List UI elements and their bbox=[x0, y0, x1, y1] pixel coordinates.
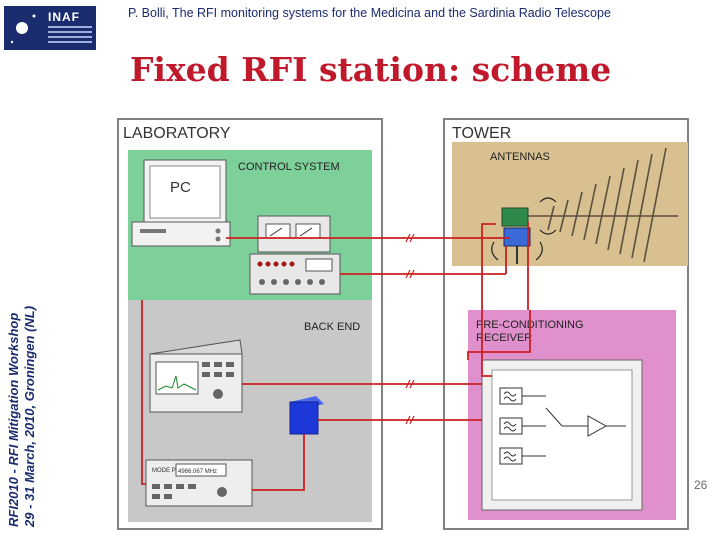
inaf-logo: INAF bbox=[4, 6, 96, 50]
generator-display bbox=[175, 463, 227, 477]
pc-label: PC bbox=[170, 179, 191, 196]
spectrum-trace bbox=[157, 375, 197, 391]
sidebar-line-1: RFI2010 - RFI Mitigation Workshop bbox=[6, 313, 21, 527]
rotation-arrow-icon bbox=[535, 241, 543, 261]
back-end-label: BACK END bbox=[304, 321, 360, 333]
laboratory-label: LABORATORY bbox=[123, 125, 231, 142]
cable-break-marks bbox=[405, 233, 415, 425]
page-number: 26 bbox=[694, 478, 708, 492]
rfi-station-diagram: LABORATORY CONTROL SYSTEM BACK END TOWER… bbox=[110, 104, 696, 535]
rotation-arrow-icon bbox=[539, 197, 557, 203]
control-system-label: CONTROL SYSTEM bbox=[238, 161, 340, 173]
log-periodic-antenna bbox=[528, 147, 678, 263]
receiver-inner-panel bbox=[491, 369, 633, 501]
tower-label: TOWER bbox=[452, 125, 511, 142]
generator-buttons bbox=[152, 484, 227, 499]
antennas-label: ANTENNAS bbox=[490, 151, 550, 163]
selector-switch-icon bbox=[545, 407, 563, 427]
switch-knob-row bbox=[259, 279, 325, 285]
preconditioning-label-2: RECEIVER bbox=[476, 332, 532, 344]
analyzer-keypad bbox=[202, 362, 234, 399]
pc-case bbox=[131, 221, 231, 247]
filter-bank bbox=[499, 387, 626, 465]
pc-screen bbox=[149, 165, 221, 219]
meter-needle bbox=[299, 227, 313, 237]
pc-drive-slot bbox=[140, 229, 166, 233]
slide-title: Fixed RFI station: scheme bbox=[130, 50, 612, 89]
rotation-arrow-icon bbox=[539, 229, 557, 235]
generator-frequency: 4986.067 MHz bbox=[178, 469, 217, 475]
pc-power-icon bbox=[215, 228, 221, 234]
rotator-base-box bbox=[503, 227, 531, 247]
rf-cabling bbox=[141, 222, 531, 491]
blue-interface-box bbox=[289, 401, 319, 435]
rotation-arrow-icon bbox=[491, 241, 499, 261]
rotator-head-box bbox=[501, 207, 529, 227]
pc-led-icon bbox=[215, 236, 221, 242]
sidebar-line-2: 29 - 31 March, 2010, Groningen (NL) bbox=[22, 306, 37, 528]
logo-lines bbox=[48, 26, 92, 46]
workshop-sidebar: RFI2010 - RFI Mitigation Workshop 29 - 3… bbox=[6, 306, 37, 528]
star-icon bbox=[10, 14, 36, 44]
logo-name: INAF bbox=[48, 10, 80, 24]
antennas-panel bbox=[452, 142, 688, 266]
switch-led-row bbox=[257, 261, 295, 267]
meter-needle bbox=[269, 227, 283, 237]
analyzer-screen bbox=[155, 361, 199, 395]
switch-display bbox=[305, 258, 333, 272]
generator-mode-label: MODE PM bbox=[152, 468, 181, 474]
slide-header: P. Bolli, The RFI monitoring systems for… bbox=[128, 6, 611, 20]
